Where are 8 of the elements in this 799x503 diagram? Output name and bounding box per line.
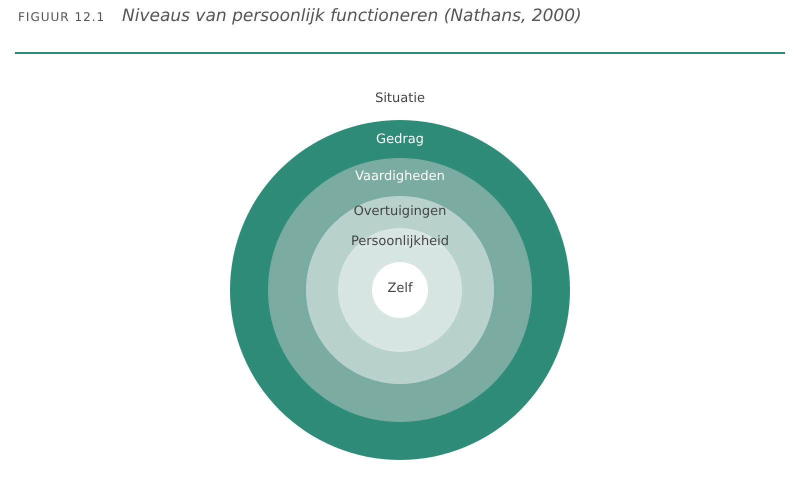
level-label: Vaardigheden — [355, 169, 445, 184]
level-label: Overtuigingen — [354, 204, 446, 219]
level-label: Zelf — [387, 281, 413, 296]
level-label: Situatie — [374, 91, 426, 106]
level-label: Persoonlijkheid — [350, 234, 450, 249]
figure-number: FIGUUR 12.1 — [18, 10, 106, 24]
level-label: Gedrag — [376, 132, 424, 147]
figure-title: Niveaus van persoonlijk functioneren (Nathans, 2000) — [122, 6, 582, 26]
